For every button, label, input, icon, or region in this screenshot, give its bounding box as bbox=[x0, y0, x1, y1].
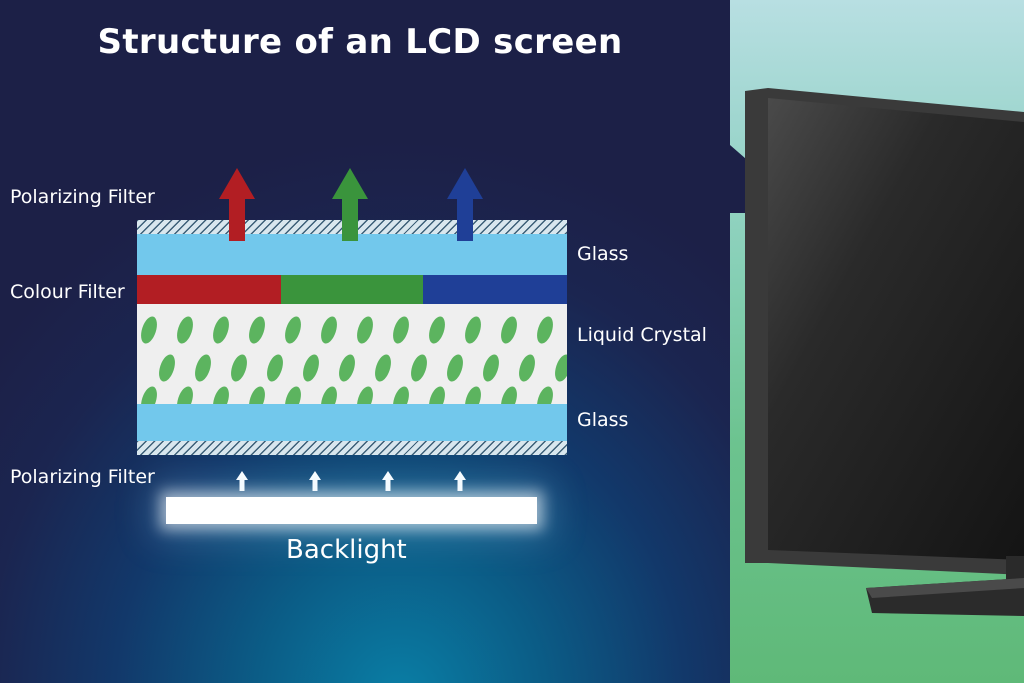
label-colour-filter: Colour Filter bbox=[10, 281, 125, 303]
liquid-crystal-molecule bbox=[357, 316, 373, 344]
page-title: Structure of an LCD screen bbox=[97, 22, 623, 62]
colour-filter-blue-segment bbox=[423, 275, 567, 304]
liquid-crystal-molecule bbox=[339, 354, 355, 382]
liquid-crystal-layer bbox=[137, 304, 567, 404]
glass-bottom-layer bbox=[137, 404, 567, 441]
label-liquid-crystal: Liquid Crystal bbox=[577, 324, 707, 346]
liquid-crystal-molecule bbox=[321, 386, 337, 404]
small-arrow-up-icon bbox=[454, 471, 466, 491]
small-arrow-up-icon bbox=[309, 471, 321, 491]
liquid-crystal-molecule bbox=[519, 354, 535, 382]
backlight-bar bbox=[166, 497, 537, 524]
arrow-up-red-icon bbox=[219, 168, 255, 241]
liquid-crystal-molecule bbox=[303, 354, 319, 382]
label-polarizing-filter-bottom: Polarizing Filter bbox=[10, 466, 155, 488]
label-glass-top: Glass bbox=[577, 243, 629, 265]
liquid-crystal-molecule bbox=[249, 386, 265, 404]
polarizing-filter-bottom-layer bbox=[137, 441, 567, 455]
liquid-crystal-molecule bbox=[213, 316, 229, 344]
arrow-up-green-icon bbox=[332, 168, 368, 241]
liquid-crystal-molecule bbox=[537, 386, 553, 404]
liquid-crystal-molecule bbox=[375, 354, 391, 382]
liquid-crystal-molecule bbox=[159, 354, 175, 382]
liquid-crystal-molecule bbox=[321, 316, 337, 344]
liquid-crystal-molecule bbox=[177, 316, 193, 344]
label-polarizing-filter-top: Polarizing Filter bbox=[10, 186, 155, 208]
liquid-crystal-molecule bbox=[447, 354, 463, 382]
arrow-up-blue-icon bbox=[447, 168, 483, 241]
liquid-crystal-molecule bbox=[231, 354, 247, 382]
monitor-screen bbox=[768, 98, 1024, 560]
colour-filter-red-segment bbox=[137, 275, 281, 304]
liquid-crystal-molecule bbox=[501, 316, 517, 344]
liquid-crystal-molecule bbox=[537, 316, 553, 344]
liquid-crystal-molecule bbox=[411, 354, 427, 382]
liquid-crystal-molecule bbox=[501, 386, 517, 404]
liquid-crystal-molecule bbox=[195, 354, 211, 382]
liquid-crystal-molecule bbox=[393, 316, 409, 344]
label-backlight: Backlight bbox=[286, 535, 407, 565]
liquid-crystal-molecule bbox=[357, 386, 373, 404]
liquid-crystal-molecule bbox=[555, 354, 567, 382]
colour-filter-green-segment bbox=[281, 275, 423, 304]
small-arrow-up-icon bbox=[236, 471, 248, 491]
liquid-crystal-molecule bbox=[249, 316, 265, 344]
liquid-crystal-molecule bbox=[429, 316, 445, 344]
liquid-crystal-molecule bbox=[177, 386, 193, 404]
liquid-crystal-molecule bbox=[141, 316, 157, 344]
liquid-crystal-molecule bbox=[141, 386, 157, 404]
liquid-crystal-molecule bbox=[483, 354, 499, 382]
liquid-crystal-molecule bbox=[429, 386, 445, 404]
small-arrow-up-icon bbox=[382, 471, 394, 491]
liquid-crystal-molecule bbox=[393, 386, 409, 404]
liquid-crystal-molecule bbox=[285, 386, 301, 404]
liquid-crystal-molecule bbox=[285, 316, 301, 344]
liquid-crystal-molecule bbox=[213, 386, 229, 404]
liquid-crystal-molecule bbox=[465, 316, 481, 344]
liquid-crystal-molecule bbox=[267, 354, 283, 382]
liquid-crystal-molecule bbox=[465, 386, 481, 404]
label-glass-bottom: Glass bbox=[577, 409, 629, 431]
